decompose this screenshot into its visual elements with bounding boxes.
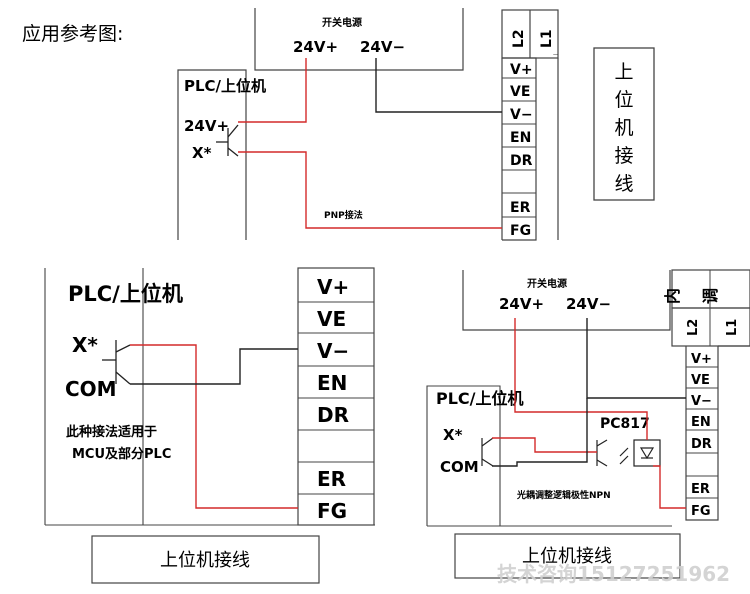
- br-header-2: 调: [701, 288, 720, 304]
- bl-terminal-block: V+ VE V− EN DR ER FG: [297, 267, 375, 526]
- top-term-ve: VE: [510, 84, 530, 100]
- br-x-label: X*: [443, 426, 463, 444]
- br-psu-plus-label: 24V+: [499, 295, 544, 313]
- top-term-en: EN: [510, 130, 531, 146]
- top-term-fg: FG: [510, 223, 531, 239]
- br-optocoupler-symbol: [596, 439, 661, 467]
- br-wire-com-black: [492, 398, 588, 467]
- br-term-vplus: V+: [691, 352, 712, 367]
- bl-term-fg: FG: [317, 499, 347, 523]
- top-wire-label: PNP接法: [324, 209, 363, 221]
- top-term-vplus: V+: [510, 62, 533, 78]
- bl-term-dr: DR: [317, 403, 349, 427]
- top-psu-plus-label: 24V+: [293, 38, 338, 56]
- svg-text:上: 上: [614, 61, 633, 83]
- bl-x-label: X*: [72, 333, 98, 357]
- br-term-er: ER: [691, 482, 710, 497]
- br-term-l1: L1: [725, 319, 740, 336]
- br-psu-minus-label: 24V−: [566, 295, 611, 313]
- svg-text:接: 接: [614, 145, 633, 167]
- top-psu-title: 开关电源: [322, 16, 362, 29]
- br-note: 光耦调整逻辑极性NPN: [516, 489, 611, 501]
- top-plc-box: [177, 69, 247, 240]
- br-caption: 上位机接线: [522, 546, 612, 567]
- top-wire-x-to-fg-red: [238, 151, 502, 229]
- br-term-ve: VE: [691, 373, 710, 388]
- br-caption-box: [454, 533, 681, 579]
- top-term-er: ER: [510, 200, 531, 216]
- br-psu-title: 开关电源: [527, 277, 567, 290]
- top-plc-24v-label: 24V+: [184, 117, 229, 135]
- br-transistor-symbol: [481, 437, 494, 467]
- bl-caption-box: [91, 535, 320, 584]
- svg-text:位: 位: [614, 89, 633, 111]
- bl-plc-title: PLC/上位机: [68, 282, 183, 306]
- br-header-1: 内: [663, 288, 682, 304]
- top-plc-x-label: X*: [192, 144, 212, 162]
- bl-term-en: EN: [317, 371, 347, 395]
- bl-term-vplus: V+: [317, 275, 349, 299]
- top-psu-box: [254, 8, 464, 71]
- bl-wire-x-to-fg-red: [130, 344, 298, 509]
- top-wire-24v-red: [238, 58, 307, 123]
- br-term-dr: DR: [691, 437, 712, 452]
- br-com-label: COM: [440, 458, 479, 476]
- br-wire-x-to-opto-red: [492, 437, 597, 453]
- bl-note-line2: MCU及部分PLC: [72, 446, 171, 462]
- br-plc-box: [426, 385, 501, 526]
- br-term-en: EN: [691, 415, 711, 430]
- br-wire-24v-plus-red: [514, 318, 648, 440]
- br-psu-box: [462, 270, 671, 331]
- br-wire-opto-to-fg-red: [653, 465, 686, 509]
- bl-wire-com-to-vminus-black: [130, 348, 298, 385]
- br-watermark: 技术咨询15127251962: [497, 562, 730, 586]
- top-terminal-block: L2 L1 — V+ VE V− EN DR ER FG: [501, 9, 559, 241]
- top-term-vminus: V−: [510, 107, 533, 123]
- top-wire-24v-minus-black: [375, 58, 502, 113]
- top-term-l2: L2: [511, 29, 527, 48]
- top-side-box-text: 上 位 机 接 线: [614, 61, 633, 195]
- top-term-tiny-mark: —: [553, 52, 558, 58]
- top-psu-minus-label: 24V−: [360, 38, 405, 56]
- br-term-l2: L2: [686, 319, 701, 336]
- top-transistor-symbol: [216, 124, 239, 157]
- svg-text:线: 线: [614, 173, 633, 195]
- top-term-dr: DR: [510, 153, 533, 169]
- br-plc-title: PLC/上位机: [436, 389, 524, 408]
- top-term-l1: L1: [539, 29, 555, 48]
- bl-term-ve: VE: [317, 307, 346, 331]
- br-term-vminus: V−: [691, 394, 712, 409]
- svg-text:机: 机: [614, 117, 633, 139]
- reference-title: 应用参考图:: [22, 23, 123, 45]
- bl-com-label: COM: [65, 377, 117, 401]
- top-side-box: [593, 47, 655, 201]
- br-terminal-block: 内 调 L2 L1 V+ VE V− EN DR ER FG: [663, 269, 750, 521]
- bl-transistor-symbol: [102, 340, 131, 385]
- br-optocoupler-label: PC817: [600, 416, 650, 432]
- top-plc-title: PLC/上位机: [184, 77, 266, 95]
- bl-caption: 上位机接线: [160, 550, 250, 571]
- bl-note-line1: 此种接法适用于: [66, 424, 157, 440]
- bl-term-er: ER: [317, 467, 346, 491]
- br-term-fg: FG: [691, 504, 711, 519]
- bl-term-vminus: V−: [317, 339, 349, 363]
